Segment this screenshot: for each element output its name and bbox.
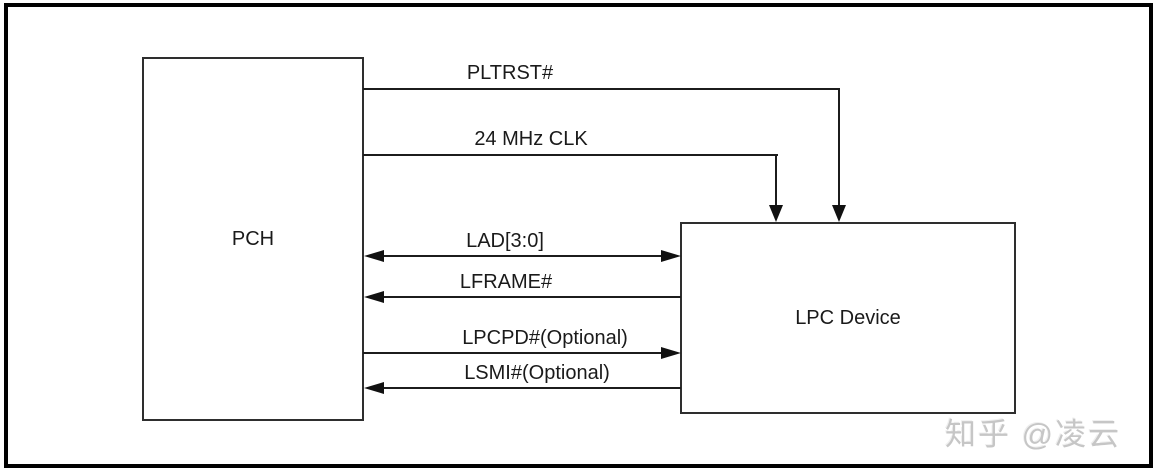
clk-wire-horizontal — [363, 154, 778, 156]
pch-node-box: PCH — [142, 57, 364, 421]
clk-arrowhead-down — [769, 205, 783, 222]
lad-wire — [368, 255, 664, 257]
lpcpd-wire — [363, 352, 664, 354]
lframe-signal-label: LFRAME# — [459, 271, 553, 293]
pltrst-wire-horizontal — [363, 88, 840, 90]
clk-wire-vertical — [775, 154, 777, 207]
lpcpd-signal-label: LPCPD#(Optional) — [462, 327, 628, 349]
pltrst-signal-label: PLTRST# — [466, 62, 554, 84]
lsmi-arrowhead-left — [364, 382, 384, 394]
pch-node-label: PCH — [231, 227, 275, 250]
diagram-border-frame — [4, 3, 1153, 468]
clk-signal-label: 24 MHz CLK — [474, 128, 588, 150]
lpcpd-arrowhead-right — [661, 347, 681, 359]
pltrst-wire-vertical — [838, 88, 840, 207]
lpc-device-node-box: LPC Device — [680, 222, 1016, 414]
lsmi-signal-label: LSMI#(Optional) — [464, 362, 610, 384]
lframe-arrowhead-left — [364, 291, 384, 303]
lad-signal-label: LAD[3:0] — [466, 230, 544, 252]
pltrst-arrowhead-down — [832, 205, 846, 222]
lad-arrowhead-left — [364, 250, 384, 262]
zhihu-watermark: 知乎 @凌云 — [945, 417, 1122, 452]
lad-arrowhead-right — [661, 250, 681, 262]
lframe-wire — [368, 296, 681, 298]
lsmi-wire — [368, 387, 681, 389]
lpc-device-node-label: LPC Device — [795, 306, 901, 329]
